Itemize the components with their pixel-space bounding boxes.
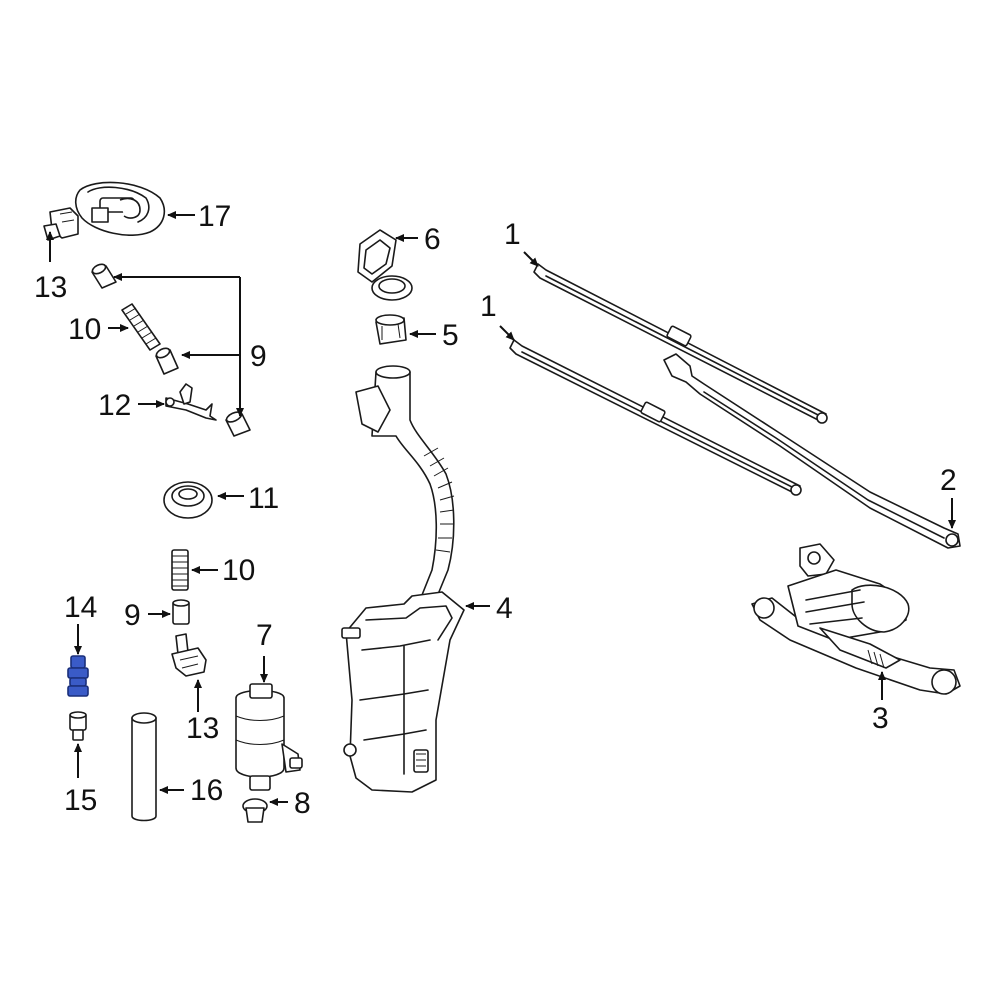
part-1-wiper-blade-upper[interactable] — [533, 263, 828, 424]
part-13-nozzle-connector[interactable] — [43, 207, 79, 241]
callout-11[interactable]: 11 — [248, 482, 279, 515]
callout-6[interactable]: 6 — [424, 223, 441, 256]
part-6-reservoir-cap[interactable] — [357, 229, 413, 301]
callout-10-top[interactable]: 10 — [68, 313, 101, 346]
callout-9-top[interactable]: 9 — [250, 340, 267, 373]
callout-13-bottom[interactable]: 13 — [186, 712, 219, 745]
part-10-ribbed-hose-lower[interactable] — [171, 549, 189, 591]
part-4-washer-reservoir[interactable] — [341, 365, 465, 793]
callout-8[interactable]: 8 — [294, 787, 311, 820]
callout-17[interactable]: 17 — [198, 200, 231, 233]
callout-labels: 17 13 10 9 12 11 10 9 13 14 15 16 7 8 6 … — [34, 200, 957, 820]
part-3-wiper-motor-linkage[interactable] — [751, 543, 961, 695]
callout-12[interactable]: 12 — [98, 389, 131, 422]
callout-7[interactable]: 7 — [256, 619, 273, 652]
callout-9-bottom[interactable]: 9 — [124, 599, 141, 632]
part-17-washer-nozzle-housing[interactable] — [74, 181, 166, 236]
part-2-wiper-arm[interactable] — [663, 353, 961, 549]
part-13-connector-lower[interactable] — [171, 633, 207, 677]
callout-14[interactable]: 14 — [64, 591, 97, 624]
callout-1-lower[interactable]: 1 — [480, 290, 497, 323]
part-10-ribbed-hose-upper[interactable] — [121, 303, 161, 351]
callout-16[interactable]: 16 — [190, 774, 223, 807]
callout-10-bottom[interactable]: 10 — [222, 554, 255, 587]
part-15-hose-adapter[interactable] — [69, 711, 87, 741]
callout-4[interactable]: 4 — [496, 592, 513, 625]
callout-5[interactable]: 5 — [442, 319, 459, 352]
callout-leaders — [46, 211, 956, 806]
part-9-hose-fitting-lower[interactable] — [172, 599, 190, 625]
callout-13-top[interactable]: 13 — [34, 271, 67, 304]
callout-2[interactable]: 2 — [940, 464, 957, 497]
part-11-grommet[interactable] — [163, 481, 213, 519]
part-14-check-valve[interactable] — [67, 655, 89, 697]
part-5-filler-neck-seal[interactable] — [375, 314, 407, 345]
callout-1-upper[interactable]: 1 — [504, 218, 521, 251]
callout-15[interactable]: 15 — [64, 784, 97, 817]
callout-3[interactable]: 3 — [872, 702, 889, 735]
part-12-y-connector[interactable] — [165, 383, 217, 421]
part-8-pump-grommet[interactable] — [242, 798, 268, 823]
part-1-wiper-blade-lower[interactable] — [509, 339, 802, 496]
part-7-washer-pump[interactable] — [235, 683, 303, 791]
part-16-washer-hose[interactable] — [131, 712, 157, 822]
